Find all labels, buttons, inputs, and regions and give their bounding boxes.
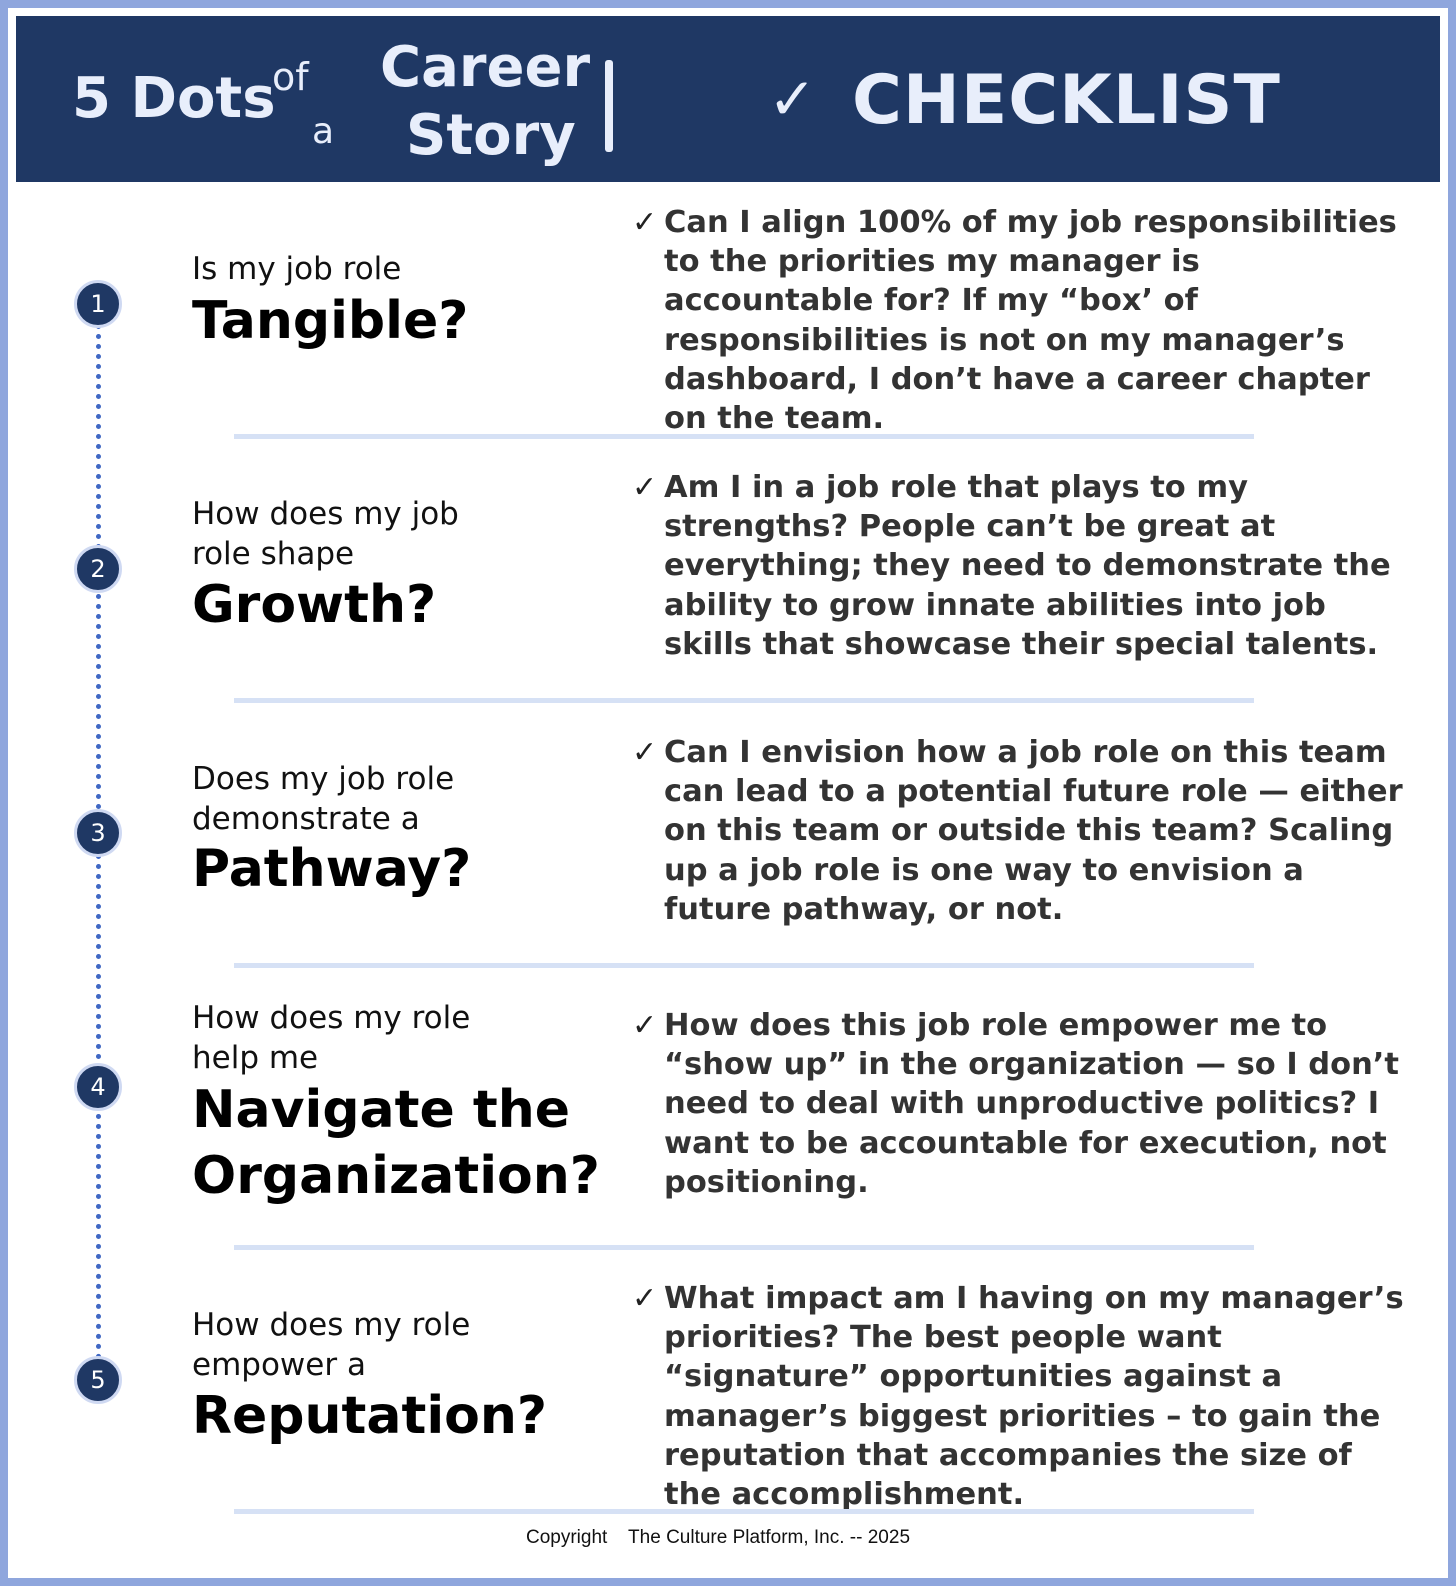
question-keyword-1: Tangible? (192, 288, 622, 354)
step-dot-1: 1 (74, 280, 122, 328)
question-keyword-line: Growth? (192, 575, 437, 635)
question-intro-3: Does my job role demonstrate a (192, 759, 622, 839)
title-a: a (312, 111, 335, 152)
question-keyword-line: Organization? (192, 1146, 600, 1206)
question-intro-line: help me (192, 1040, 319, 1076)
check-icon: ✓ (632, 205, 658, 240)
answer-1: ✓ Can I align 100% of my job responsibil… (632, 203, 1412, 438)
question-keyword-line: Reputation? (192, 1386, 548, 1446)
question-keyword-4: Navigate the Organization? (192, 1077, 622, 1209)
separator (234, 434, 1254, 439)
title-banner: 5 Dots of a Career Story ✓ CHECKLIST (16, 16, 1440, 182)
check-icon: ✓ (632, 735, 658, 770)
step-dot-3: 3 (74, 809, 122, 857)
title-story: Story (406, 103, 576, 168)
title-of: of (272, 55, 309, 99)
question-keyword-2: Growth? (192, 572, 622, 638)
title-five-dots: 5 Dots (72, 66, 276, 131)
answer-text: What impact am I having on my manager’s … (664, 1281, 1404, 1513)
question-intro-line: demonstrate a (192, 801, 420, 837)
title-divider (605, 60, 613, 152)
step-dot-2: 2 (74, 545, 122, 593)
check-icon: ✓ (632, 470, 658, 505)
checkmark-icon: ✓ (768, 65, 817, 133)
question-intro-line: Does my job role (192, 761, 455, 797)
title-checklist: CHECKLIST (852, 61, 1281, 140)
separator (234, 963, 1254, 968)
answer-2: ✓ Am I in a job role that plays to my st… (632, 468, 1412, 664)
answer-5: ✓ What impact am I having on my manager’… (632, 1279, 1412, 1514)
question-keyword-line: Navigate the (192, 1080, 571, 1140)
question-intro-line: role shape (192, 536, 355, 572)
answer-text: Can I align 100% of my job responsibilit… (664, 205, 1397, 437)
question-intro-2: How does my job role shape (192, 494, 622, 574)
answer-3: ✓ Can I envision how a job role on this … (632, 733, 1412, 929)
question-intro-1: Is my job role (192, 249, 622, 289)
question-intro-4: How does my role help me (192, 998, 622, 1078)
question-keyword-3: Pathway? (192, 836, 622, 902)
question-intro-line: How does my role (192, 1000, 471, 1036)
separator (234, 1245, 1254, 1250)
answer-text: How does this job role empower me to “sh… (664, 1008, 1399, 1200)
answer-4: ✓ How does this job role empower me to “… (632, 1006, 1412, 1202)
step-dot-5: 5 (74, 1356, 122, 1404)
question-intro-line: empower a (192, 1347, 366, 1383)
copyright-footer: Copyright The Culture Platform, Inc. -- … (525, 1527, 911, 1548)
question-intro-line: Is my job role (192, 251, 402, 287)
question-keyword-5: Reputation? (192, 1383, 622, 1449)
answer-text: Can I envision how a job role on this te… (664, 735, 1403, 927)
check-icon: ✓ (632, 1281, 658, 1316)
answer-text: Am I in a job role that plays to my stre… (664, 470, 1391, 662)
question-intro-line: How does my role (192, 1307, 471, 1343)
separator (234, 1509, 1254, 1514)
title-career: Career (380, 35, 591, 100)
question-intro-5: How does my role empower a (192, 1305, 622, 1385)
separator (234, 698, 1254, 703)
step-dot-4: 4 (74, 1063, 122, 1111)
question-intro-line: How does my job (192, 496, 459, 532)
question-keyword-line: Tangible? (192, 291, 469, 351)
check-icon: ✓ (632, 1008, 658, 1043)
question-keyword-line: Pathway? (192, 839, 472, 899)
